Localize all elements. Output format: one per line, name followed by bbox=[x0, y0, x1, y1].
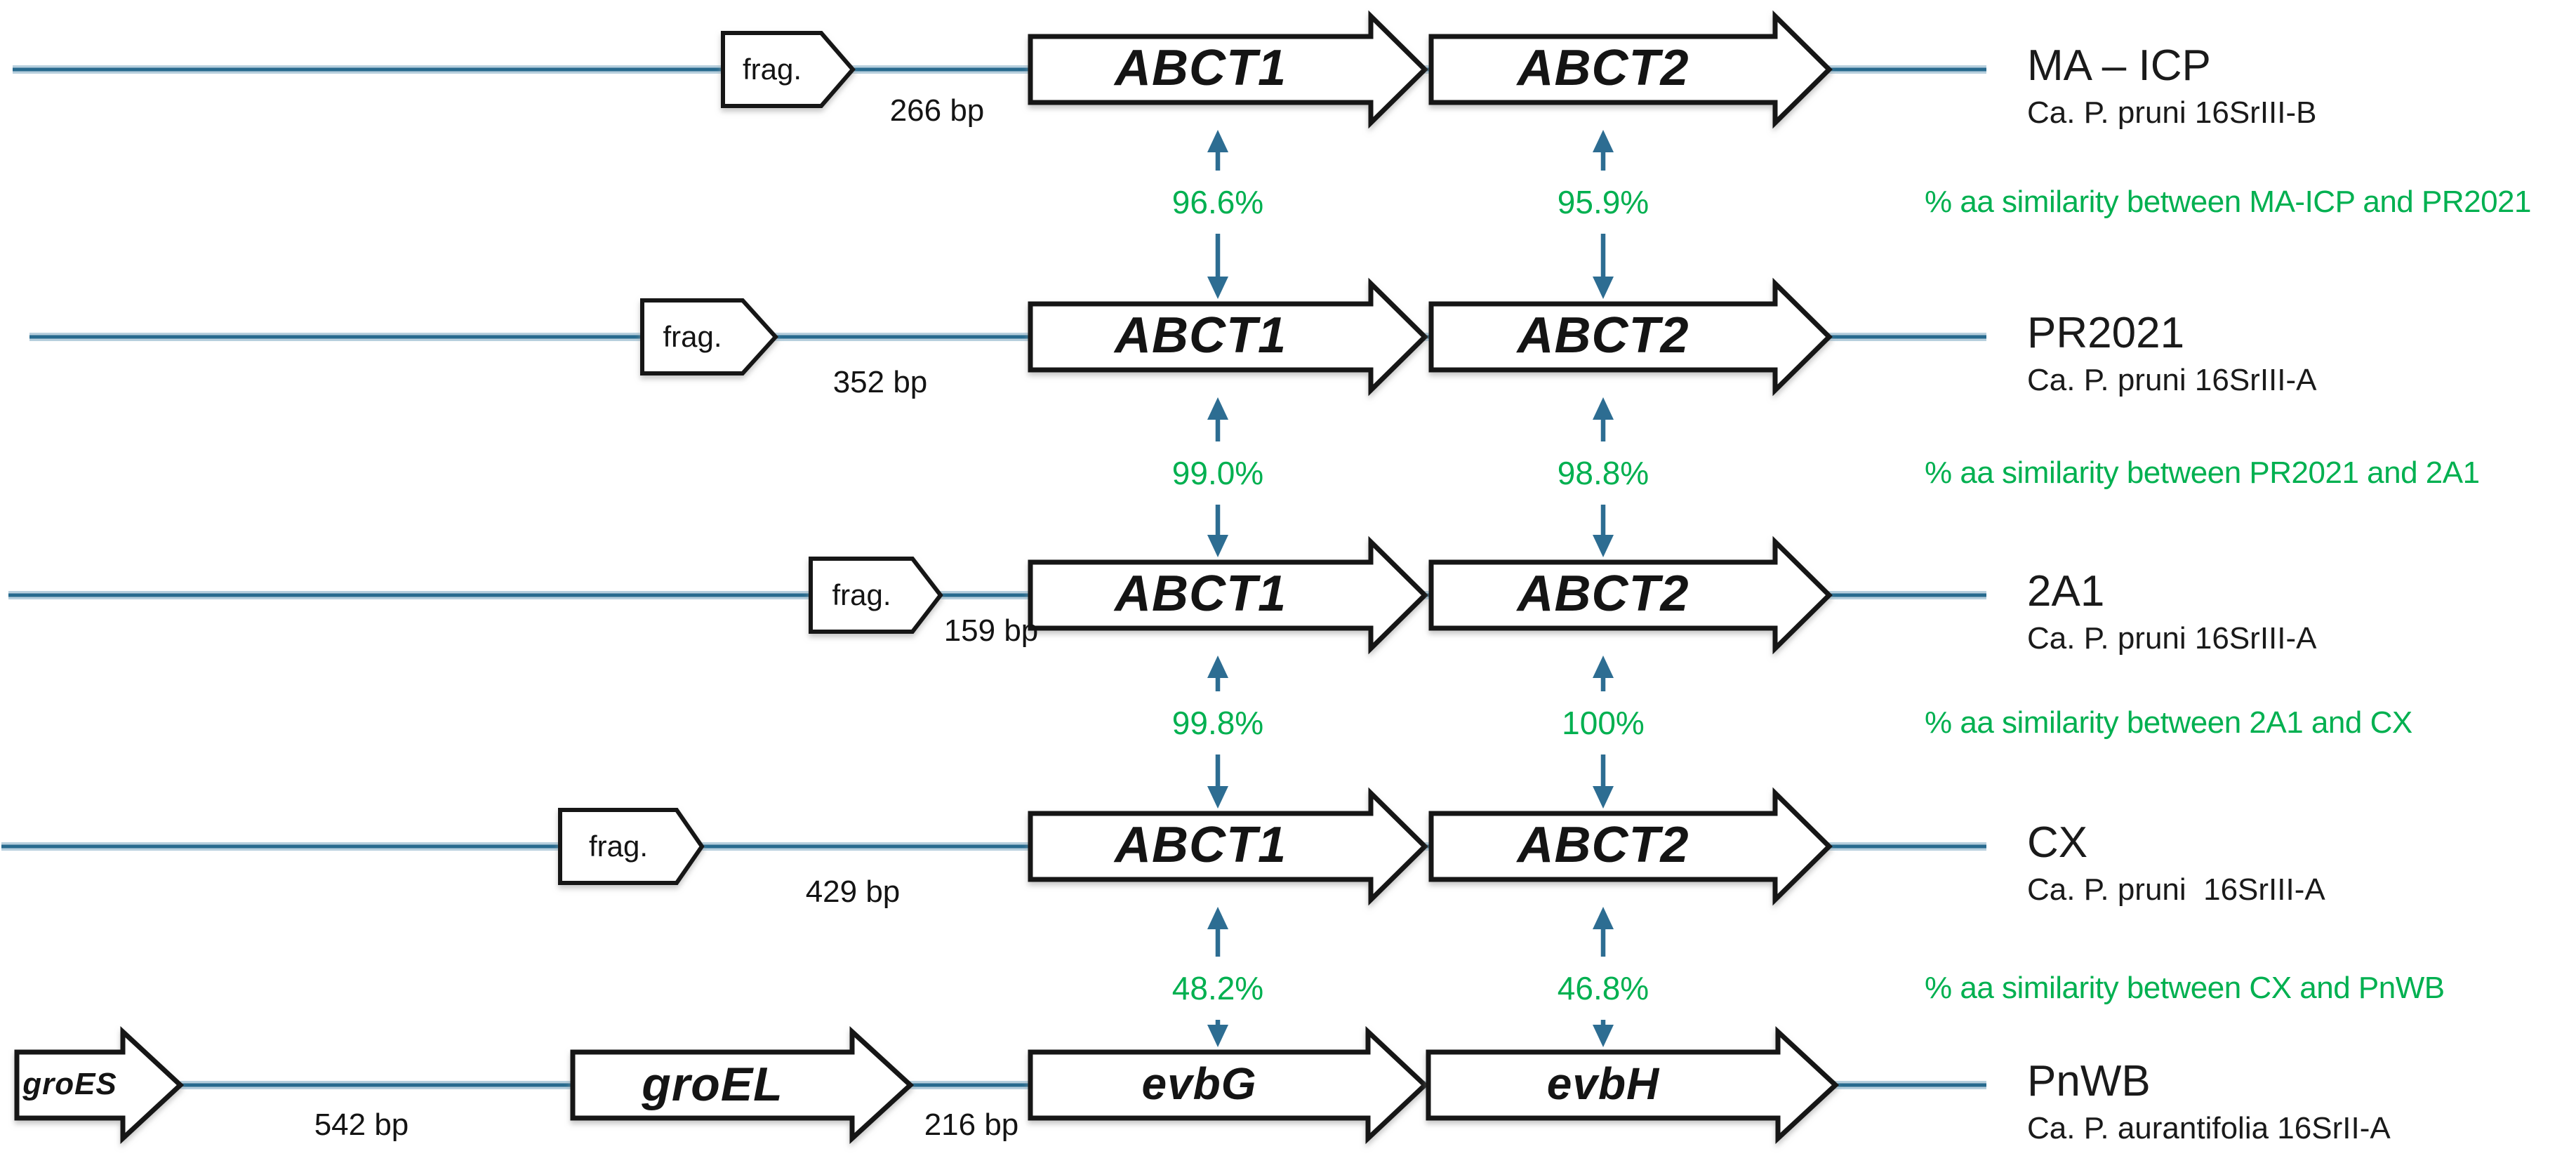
gene-label: ABCT2 bbox=[1517, 307, 1689, 364]
gene-arrow bbox=[1028, 277, 1428, 397]
strain-subtitle: Ca. P. pruni 16SrIII-A bbox=[2027, 363, 2317, 397]
similarity-note: % aa similarity between PR2021 and 2A1 bbox=[1925, 456, 2480, 490]
similarity-up-arrowhead bbox=[1593, 130, 1614, 152]
similarity-up-arrowhead bbox=[1207, 907, 1228, 929]
gene-arrow bbox=[14, 1025, 185, 1145]
gene-arrow bbox=[1428, 787, 1833, 906]
similarity-note: % aa similarity between CX and PnWB bbox=[1925, 971, 2445, 1005]
similarity-percentage: 98.8% bbox=[1557, 455, 1649, 491]
similarity-percentage: 99.0% bbox=[1171, 455, 1264, 491]
bp-distance-label: 352 bp bbox=[832, 365, 928, 400]
gene-label: groES bbox=[22, 1067, 117, 1102]
frag-gene-arrow bbox=[640, 298, 779, 375]
bp-distance-label: 216 bp bbox=[924, 1108, 1019, 1143]
bp-distance-label: 266 bp bbox=[889, 93, 985, 128]
bp-distance-label: 542 bp bbox=[314, 1108, 409, 1143]
gene-label: ABCT2 bbox=[1517, 40, 1689, 97]
frag-gene-label: frag. bbox=[663, 319, 722, 353]
strain-subtitle: Ca. P. aurantifolia 16SrII-A bbox=[2027, 1111, 2391, 1145]
similarity-percentage: 95.9% bbox=[1557, 184, 1649, 220]
similarity-percentage: 100% bbox=[1562, 705, 1645, 741]
similarity-note: % aa similarity between MA-ICP and PR202… bbox=[1925, 185, 2532, 219]
bp-distance-label: 429 bp bbox=[805, 875, 901, 910]
gene-arrow bbox=[1426, 1025, 1840, 1145]
frag-gene-label: frag. bbox=[742, 52, 802, 86]
strain-name: PR2021 bbox=[2027, 309, 2185, 357]
gene-arrow bbox=[1028, 10, 1428, 129]
bp-distance-label: 159 bp bbox=[943, 613, 1039, 649]
similarity-up-arrowhead bbox=[1593, 656, 1614, 678]
frag-gene-label: frag. bbox=[832, 578, 891, 611]
gene-label: ABCT1 bbox=[1114, 817, 1287, 874]
frag-gene-arrow bbox=[809, 557, 943, 634]
similarity-percentage: 96.6% bbox=[1171, 184, 1264, 220]
strain-name: PnWB bbox=[2027, 1057, 2151, 1105]
similarity-down-arrowhead bbox=[1593, 277, 1614, 299]
similarity-percentage: 99.8% bbox=[1171, 705, 1264, 741]
similarity-note: % aa similarity between 2A1 and CX bbox=[1925, 705, 2412, 740]
gene-arrow bbox=[1028, 787, 1428, 906]
similarity-percentage: 48.2% bbox=[1171, 970, 1264, 1006]
strain-subtitle: Ca. P. pruni 16SrIII-A bbox=[2027, 621, 2317, 656]
frag-gene-arrow bbox=[558, 808, 705, 885]
similarity-down-arrowhead bbox=[1593, 1025, 1614, 1047]
gene-arrow bbox=[1428, 277, 1833, 397]
gene-arrow bbox=[1028, 1025, 1429, 1145]
similarity-up-arrowhead bbox=[1207, 397, 1228, 420]
frag-gene-arrow bbox=[721, 31, 856, 108]
frag-gene-label: frag. bbox=[588, 829, 649, 863]
similarity-down-arrowhead bbox=[1207, 277, 1228, 299]
similarity-down-arrowhead bbox=[1207, 1025, 1228, 1047]
strain-name: MA – ICP bbox=[2027, 41, 2211, 90]
gene-label: groEL bbox=[642, 1057, 783, 1111]
similarity-up-arrowhead bbox=[1593, 907, 1614, 929]
similarity-down-arrowhead bbox=[1593, 786, 1614, 809]
gene-arrow bbox=[1028, 536, 1428, 655]
gene-label: evbH bbox=[1546, 1058, 1660, 1109]
gene-label: evbG bbox=[1141, 1058, 1257, 1109]
similarity-down-arrowhead bbox=[1207, 535, 1228, 557]
strain-subtitle: Ca. P. pruni 16SrIII-A bbox=[2027, 872, 2325, 907]
similarity-percentage: 46.8% bbox=[1557, 970, 1649, 1006]
similarity-up-arrowhead bbox=[1593, 397, 1614, 420]
strain-name: CX bbox=[2027, 818, 2088, 867]
similarity-down-arrowhead bbox=[1207, 786, 1228, 809]
gene-arrow bbox=[1428, 536, 1833, 655]
gene-label: ABCT2 bbox=[1517, 566, 1689, 623]
gene-arrow bbox=[1428, 10, 1833, 129]
strain-subtitle: Ca. P. pruni 16SrIII-B bbox=[2027, 95, 2317, 130]
gene-label: ABCT1 bbox=[1114, 40, 1287, 97]
similarity-up-arrowhead bbox=[1207, 130, 1228, 152]
gene-label: ABCT1 bbox=[1114, 307, 1287, 364]
strain-name: 2A1 bbox=[2027, 567, 2105, 616]
similarity-up-arrowhead bbox=[1207, 656, 1228, 678]
gene-label: ABCT2 bbox=[1517, 817, 1689, 874]
gene-arrow bbox=[570, 1026, 915, 1144]
gene-label: ABCT1 bbox=[1114, 566, 1287, 623]
similarity-down-arrowhead bbox=[1593, 535, 1614, 557]
